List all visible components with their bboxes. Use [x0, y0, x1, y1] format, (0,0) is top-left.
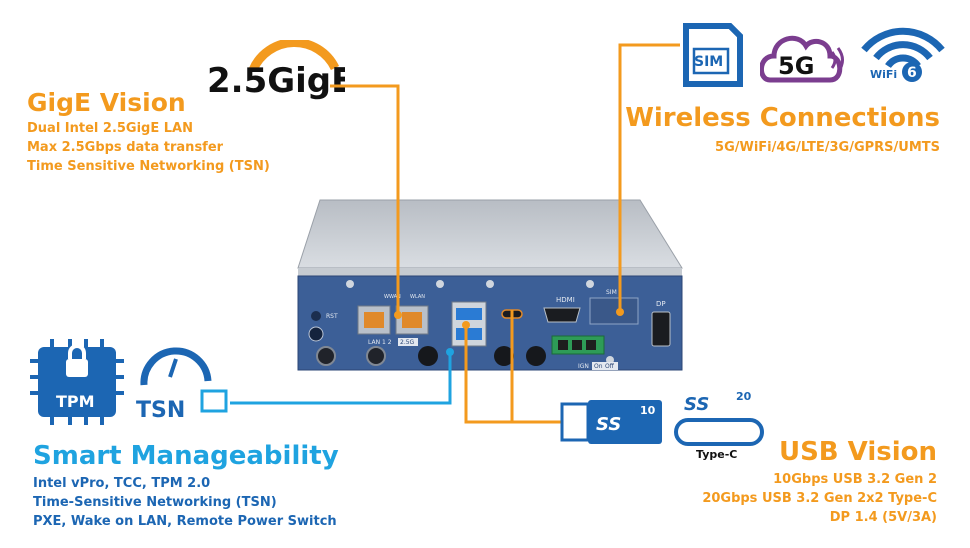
manageability-line-1: Intel vPro, TCC, TPM 2.0	[33, 476, 211, 491]
gige-title: GigE Vision	[27, 88, 186, 117]
svg-text:On: On	[594, 363, 603, 370]
svg-text:TSN: TSN	[136, 398, 185, 423]
gige-logo: 2.5GigE	[207, 40, 345, 100]
svg-text:SS: SS	[684, 394, 709, 415]
svg-text:SIM: SIM	[694, 54, 723, 70]
tsn-icon: TSN	[136, 347, 228, 423]
svg-text:WiFi: WiFi	[870, 68, 897, 81]
tpm-chip-icon: TPM	[30, 339, 124, 425]
svg-text:Off: Off	[605, 363, 615, 370]
wireless-line: 5G/WiFi/4G/LTE/3G/GPRS/UMTS	[715, 140, 940, 155]
svg-text:10: 10	[640, 404, 656, 417]
manageability-line-3: PXE, Wake on LAN, Remote Power Switch	[33, 514, 337, 529]
svg-text:WLAN: WLAN	[410, 294, 425, 300]
svg-text:IGN: IGN	[578, 363, 589, 370]
usb-c-20g-icon: SS 20 Type-C	[674, 390, 764, 460]
svg-text:DP: DP	[656, 300, 666, 308]
usb-a-10g-icon: SS 10	[560, 400, 662, 444]
svg-text:LAN 1 2: LAN 1 2	[368, 339, 392, 346]
svg-text:TPM: TPM	[56, 392, 95, 411]
svg-text:Type-C: Type-C	[696, 448, 737, 460]
wifi-6-icon: WiFi 6	[861, 27, 945, 82]
svg-text:HDMI: HDMI	[556, 296, 575, 304]
gige-line-3: Time Sensitive Networking (TSN)	[27, 159, 270, 174]
usb-title: USB Vision	[778, 437, 937, 467]
gige-line-1: Dual Intel 2.5GigE LAN	[27, 121, 193, 136]
gige-line-2: Max 2.5Gbps data transfer	[27, 140, 224, 155]
manageability-line-2: Time-Sensitive Networking (TSN)	[33, 495, 277, 510]
svg-text:20: 20	[736, 390, 752, 403]
gige-logo-text: 2.5GigE	[207, 61, 345, 100]
usb-line-2: 20Gbps USB 3.2 Gen 2x2 Type-C	[702, 491, 937, 506]
device-image: RST WWAN WLAN LAN 1 2 2.5G HDMI IGN On O…	[297, 199, 683, 371]
usb-line-1: 10Gbps USB 3.2 Gen 2	[773, 472, 937, 487]
svg-text:SS: SS	[596, 414, 621, 435]
svg-text:WWAN: WWAN	[384, 294, 401, 300]
5g-icon: 5G	[760, 35, 844, 83]
svg-text:SIM: SIM	[606, 289, 617, 296]
svg-text:5G: 5G	[778, 52, 814, 80]
svg-text:6: 6	[907, 65, 917, 81]
wireless-title: Wireless Connections	[625, 103, 940, 133]
svg-text:2.5G: 2.5G	[400, 339, 415, 346]
svg-text:RST: RST	[326, 313, 338, 320]
sim-card-icon: SIM	[683, 23, 743, 87]
usb-line-3: DP 1.4 (5V/3A)	[829, 510, 937, 525]
manageability-title: Smart Manageability	[33, 441, 339, 471]
